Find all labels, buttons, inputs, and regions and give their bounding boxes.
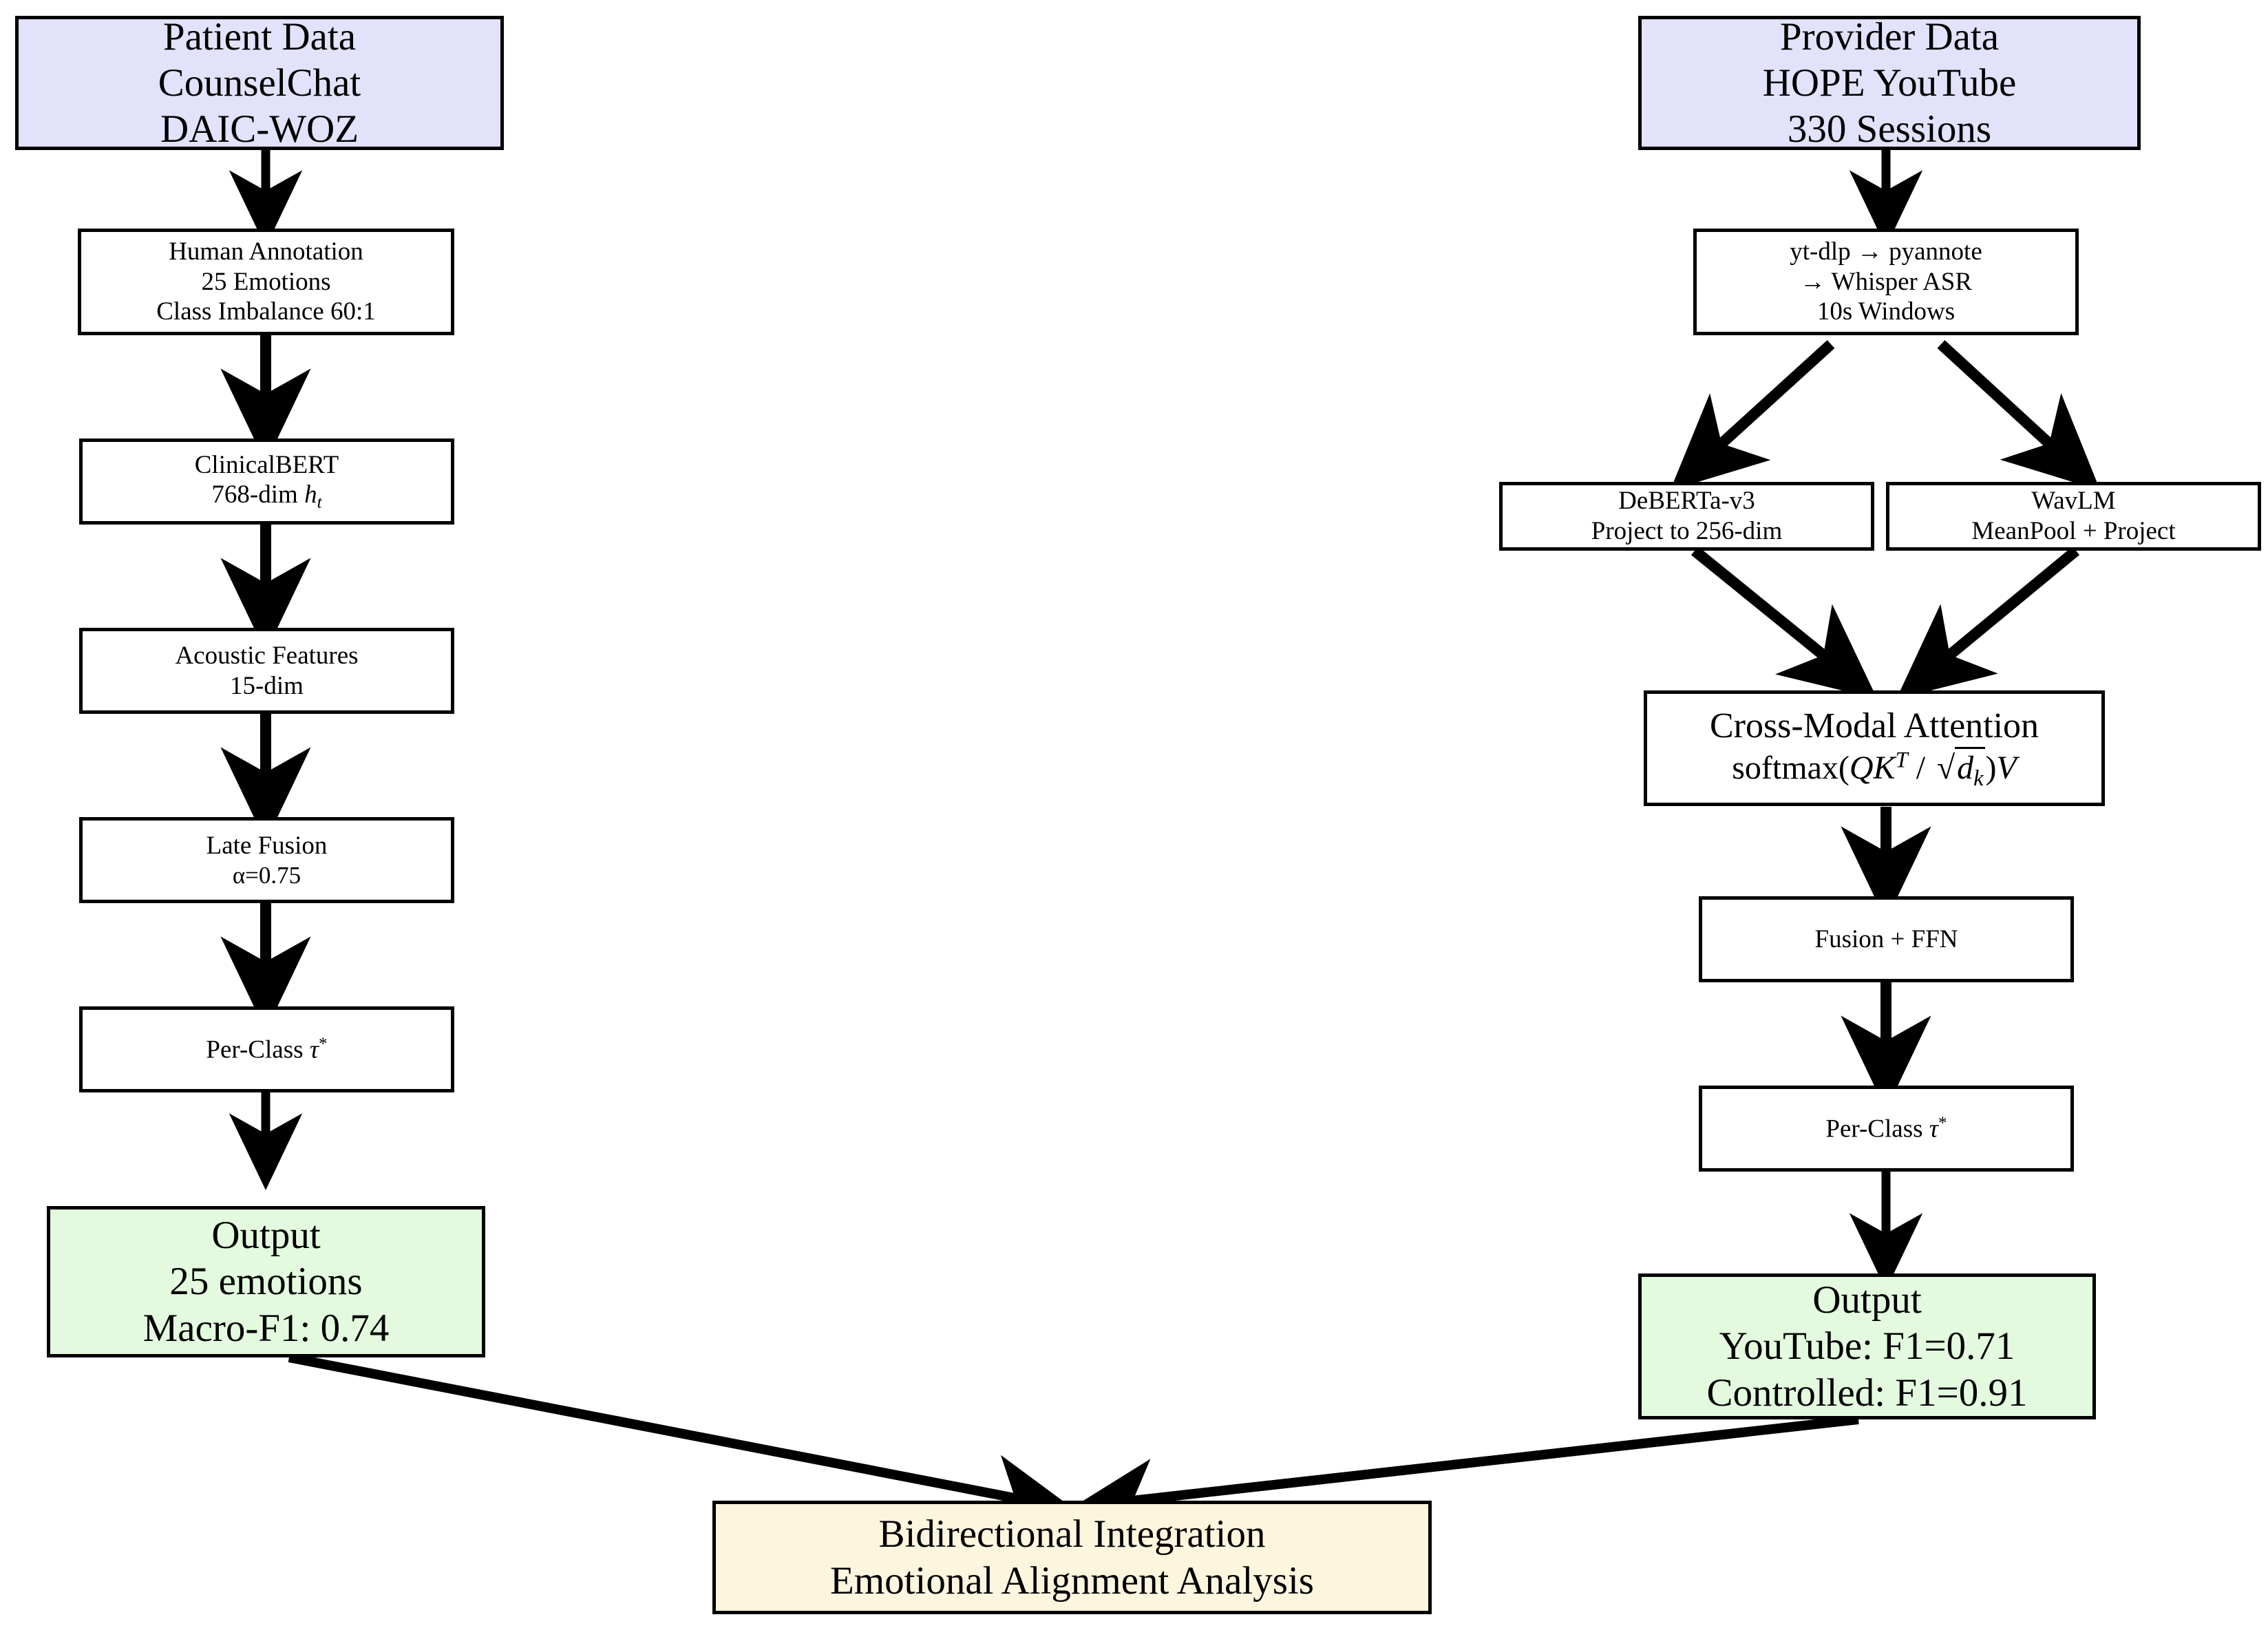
cma-radical-icon: √ [1936, 750, 1956, 787]
cma-transpose: T [1895, 748, 1908, 773]
node-per-class-tau-left[interactable]: Per-Class τ* [79, 1006, 454, 1092]
provider-data-line-2: HOPE YouTube [1762, 61, 2017, 105]
cma-line-1: Cross-Modal Attention [1709, 706, 2039, 746]
output-right-line-3: Controlled: F1=0.91 [1706, 1371, 2028, 1415]
node-deberta[interactable]: DeBERTa-v3 Project to 256-dim [1499, 482, 1874, 551]
acoustic-line-1: Acoustic Features [175, 641, 359, 670]
deberta-line-1: DeBERTa-v3 [1618, 487, 1755, 516]
per-class-left-prefix: Per-Class [206, 1035, 310, 1064]
clinicalbert-var: h [304, 480, 317, 509]
per-class-left-label: Per-Class τ* [206, 1034, 327, 1065]
cma-dk-d: d [1957, 750, 1974, 787]
node-patient-data[interactable]: Patient Data CounselChat DAIC-WOZ [15, 14, 504, 151]
output-left-line-3: Macro-F1: 0.74 [142, 1306, 390, 1350]
human-annotation-line-2: 25 Emotions [201, 267, 331, 296]
cma-sqrt-group: √dk [1933, 747, 1986, 792]
integration-line-1: Bidirectional Integration [878, 1512, 1266, 1556]
preprocessing-line-3: 10s Windows [1816, 297, 1956, 326]
node-clinicalbert[interactable]: ClinicalBERT 768-dim ht [79, 438, 454, 525]
output-left-line-2: 25 emotions [169, 1260, 363, 1304]
node-late-fusion[interactable]: Late Fusion α=0.75 [79, 817, 454, 903]
fusion-ffn-label: Fusion + FFN [1814, 924, 1958, 953]
clinicalbert-line-1: ClinicalBERT [194, 450, 339, 479]
late-fusion-line-1: Late Fusion [206, 832, 328, 860]
edge-deberta-to-cma [1691, 546, 1878, 699]
integration-line-2: Emotional Alignment Analysis [830, 1558, 1314, 1603]
edge-preprocess-to-deberta [1670, 340, 1835, 491]
provider-data-line-3: 330 Sessions [1787, 107, 1992, 151]
clinicalbert-dim-label: 768-dim [211, 480, 305, 509]
output-right-line-1: Output [1812, 1278, 1922, 1322]
per-class-right-tau: τ [1929, 1114, 1938, 1143]
node-preprocessing[interactable]: yt-dlp → pyannote → Whisper ASR 10s Wind… [1693, 229, 2079, 335]
node-fusion-ffn[interactable]: Fusion + FFN [1699, 896, 2074, 982]
output-right-line-2: YouTube: F1=0.71 [1719, 1324, 2015, 1368]
per-class-right-star: * [1938, 1113, 1947, 1132]
cma-formula: softmax(QKT / √dk)V [1732, 747, 2017, 792]
edge-output-left-to-integration [288, 1353, 1075, 1533]
clinicalbert-var-subscript: t [317, 493, 322, 512]
human-annotation-line-3: Class Imbalance 60:1 [156, 297, 376, 326]
wavlm-line-2: MeanPool + Project [1971, 517, 2176, 545]
output-left-line-1: Output [211, 1214, 321, 1258]
edge-preprocess-to-wavlm [1937, 340, 2101, 491]
late-fusion-line-2: α=0.75 [232, 861, 301, 889]
clinicalbert-line-2: 768-dim ht [211, 480, 321, 513]
per-class-right-prefix: Per-Class [1825, 1114, 1929, 1143]
node-per-class-tau-right[interactable]: Per-Class τ* [1699, 1086, 2074, 1172]
node-bidirectional-integration[interactable]: Bidirectional Integration Emotional Alig… [712, 1501, 1432, 1614]
preprocessing-line-2: → Whisper ASR [1799, 267, 1973, 296]
patient-data-line-2: CounselChat [158, 61, 361, 105]
cma-slash: / [1907, 750, 1934, 787]
acoustic-line-2: 15-dim [230, 671, 304, 700]
node-output-right[interactable]: Output YouTube: F1=0.71 Controlled: F1=0… [1638, 1273, 2096, 1419]
cma-close-paren: ) [1985, 750, 1997, 787]
node-human-annotation[interactable]: Human Annotation 25 Emotions Class Imbal… [78, 229, 454, 335]
cma-qk: QK [1849, 750, 1896, 787]
patient-data-line-3: DAIC-WOZ [160, 107, 359, 151]
node-provider-data[interactable]: Provider Data HOPE YouTube 330 Sessions [1638, 14, 2141, 151]
cma-v: V [1996, 750, 2017, 787]
node-wavlm[interactable]: WavLM MeanPool + Project [1886, 482, 2261, 551]
deberta-line-2: Project to 256-dim [1591, 517, 1783, 545]
human-annotation-line-1: Human Annotation [169, 237, 363, 266]
edge-wavlm-to-cma [1896, 546, 2080, 699]
cma-softmax-open: softmax( [1732, 750, 1850, 787]
node-cross-modal-attention[interactable]: Cross-Modal Attention softmax(QKT / √dk)… [1644, 690, 2105, 806]
patient-data-line-1: Patient Data [162, 14, 357, 59]
per-class-left-star: * [319, 1034, 328, 1053]
cma-dk-subscript: k [1973, 765, 1984, 791]
per-class-right-label: Per-Class τ* [1825, 1113, 1947, 1144]
preprocessing-line-1: yt-dlp → pyannote [1790, 237, 1982, 266]
per-class-left-tau: τ [309, 1035, 319, 1064]
wavlm-line-1: WavLM [2031, 487, 2116, 516]
cma-radical-vinculum: dk [1955, 747, 1986, 792]
edge-output-right-to-integration [1072, 1415, 1859, 1538]
node-output-left[interactable]: Output 25 emotions Macro-F1: 0.74 [47, 1206, 485, 1357]
node-acoustic-features[interactable]: Acoustic Features 15-dim [79, 628, 454, 714]
provider-data-line-1: Provider Data [1779, 14, 2000, 59]
